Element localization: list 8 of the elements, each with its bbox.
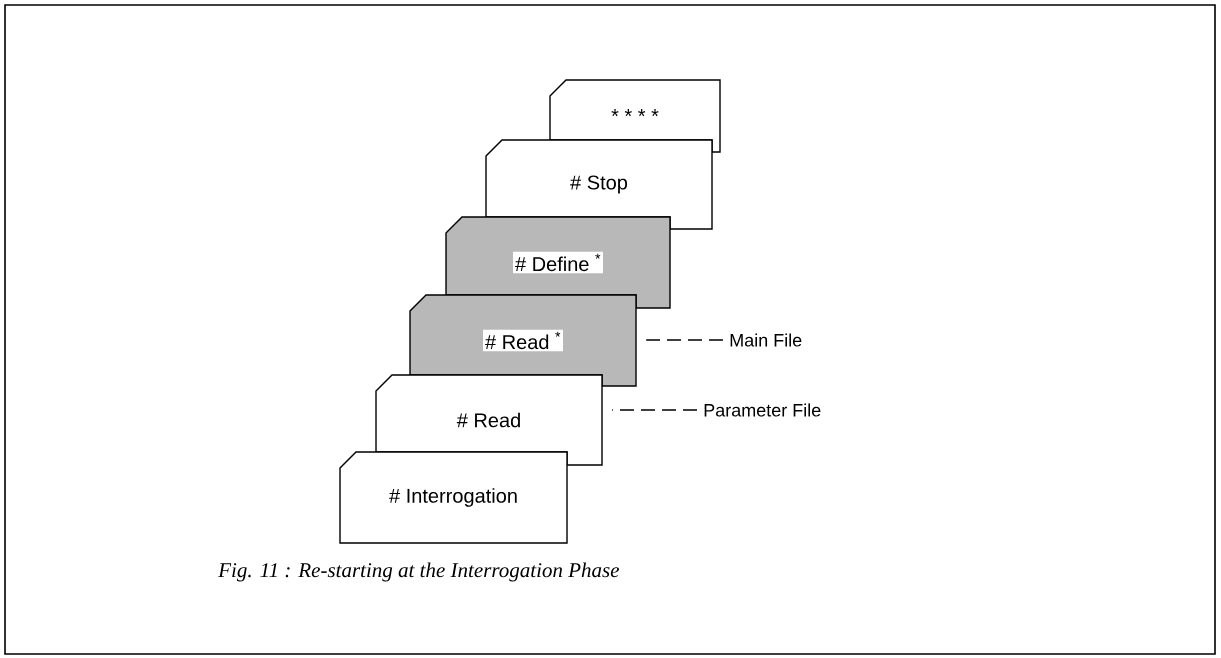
punched-card: # Read: [375, 374, 603, 466]
file-label: Parameter File: [704, 403, 821, 417]
file-label: Main File: [730, 333, 802, 347]
figure-caption: Fig. 11 : Re-starting at the Interrogation Phase: [218, 562, 620, 582]
leader-line: [645, 339, 724, 341]
leader-line: [611, 409, 698, 411]
punched-card: # Interrogation: [339, 451, 568, 544]
punched-card: * * * *: [549, 79, 721, 153]
